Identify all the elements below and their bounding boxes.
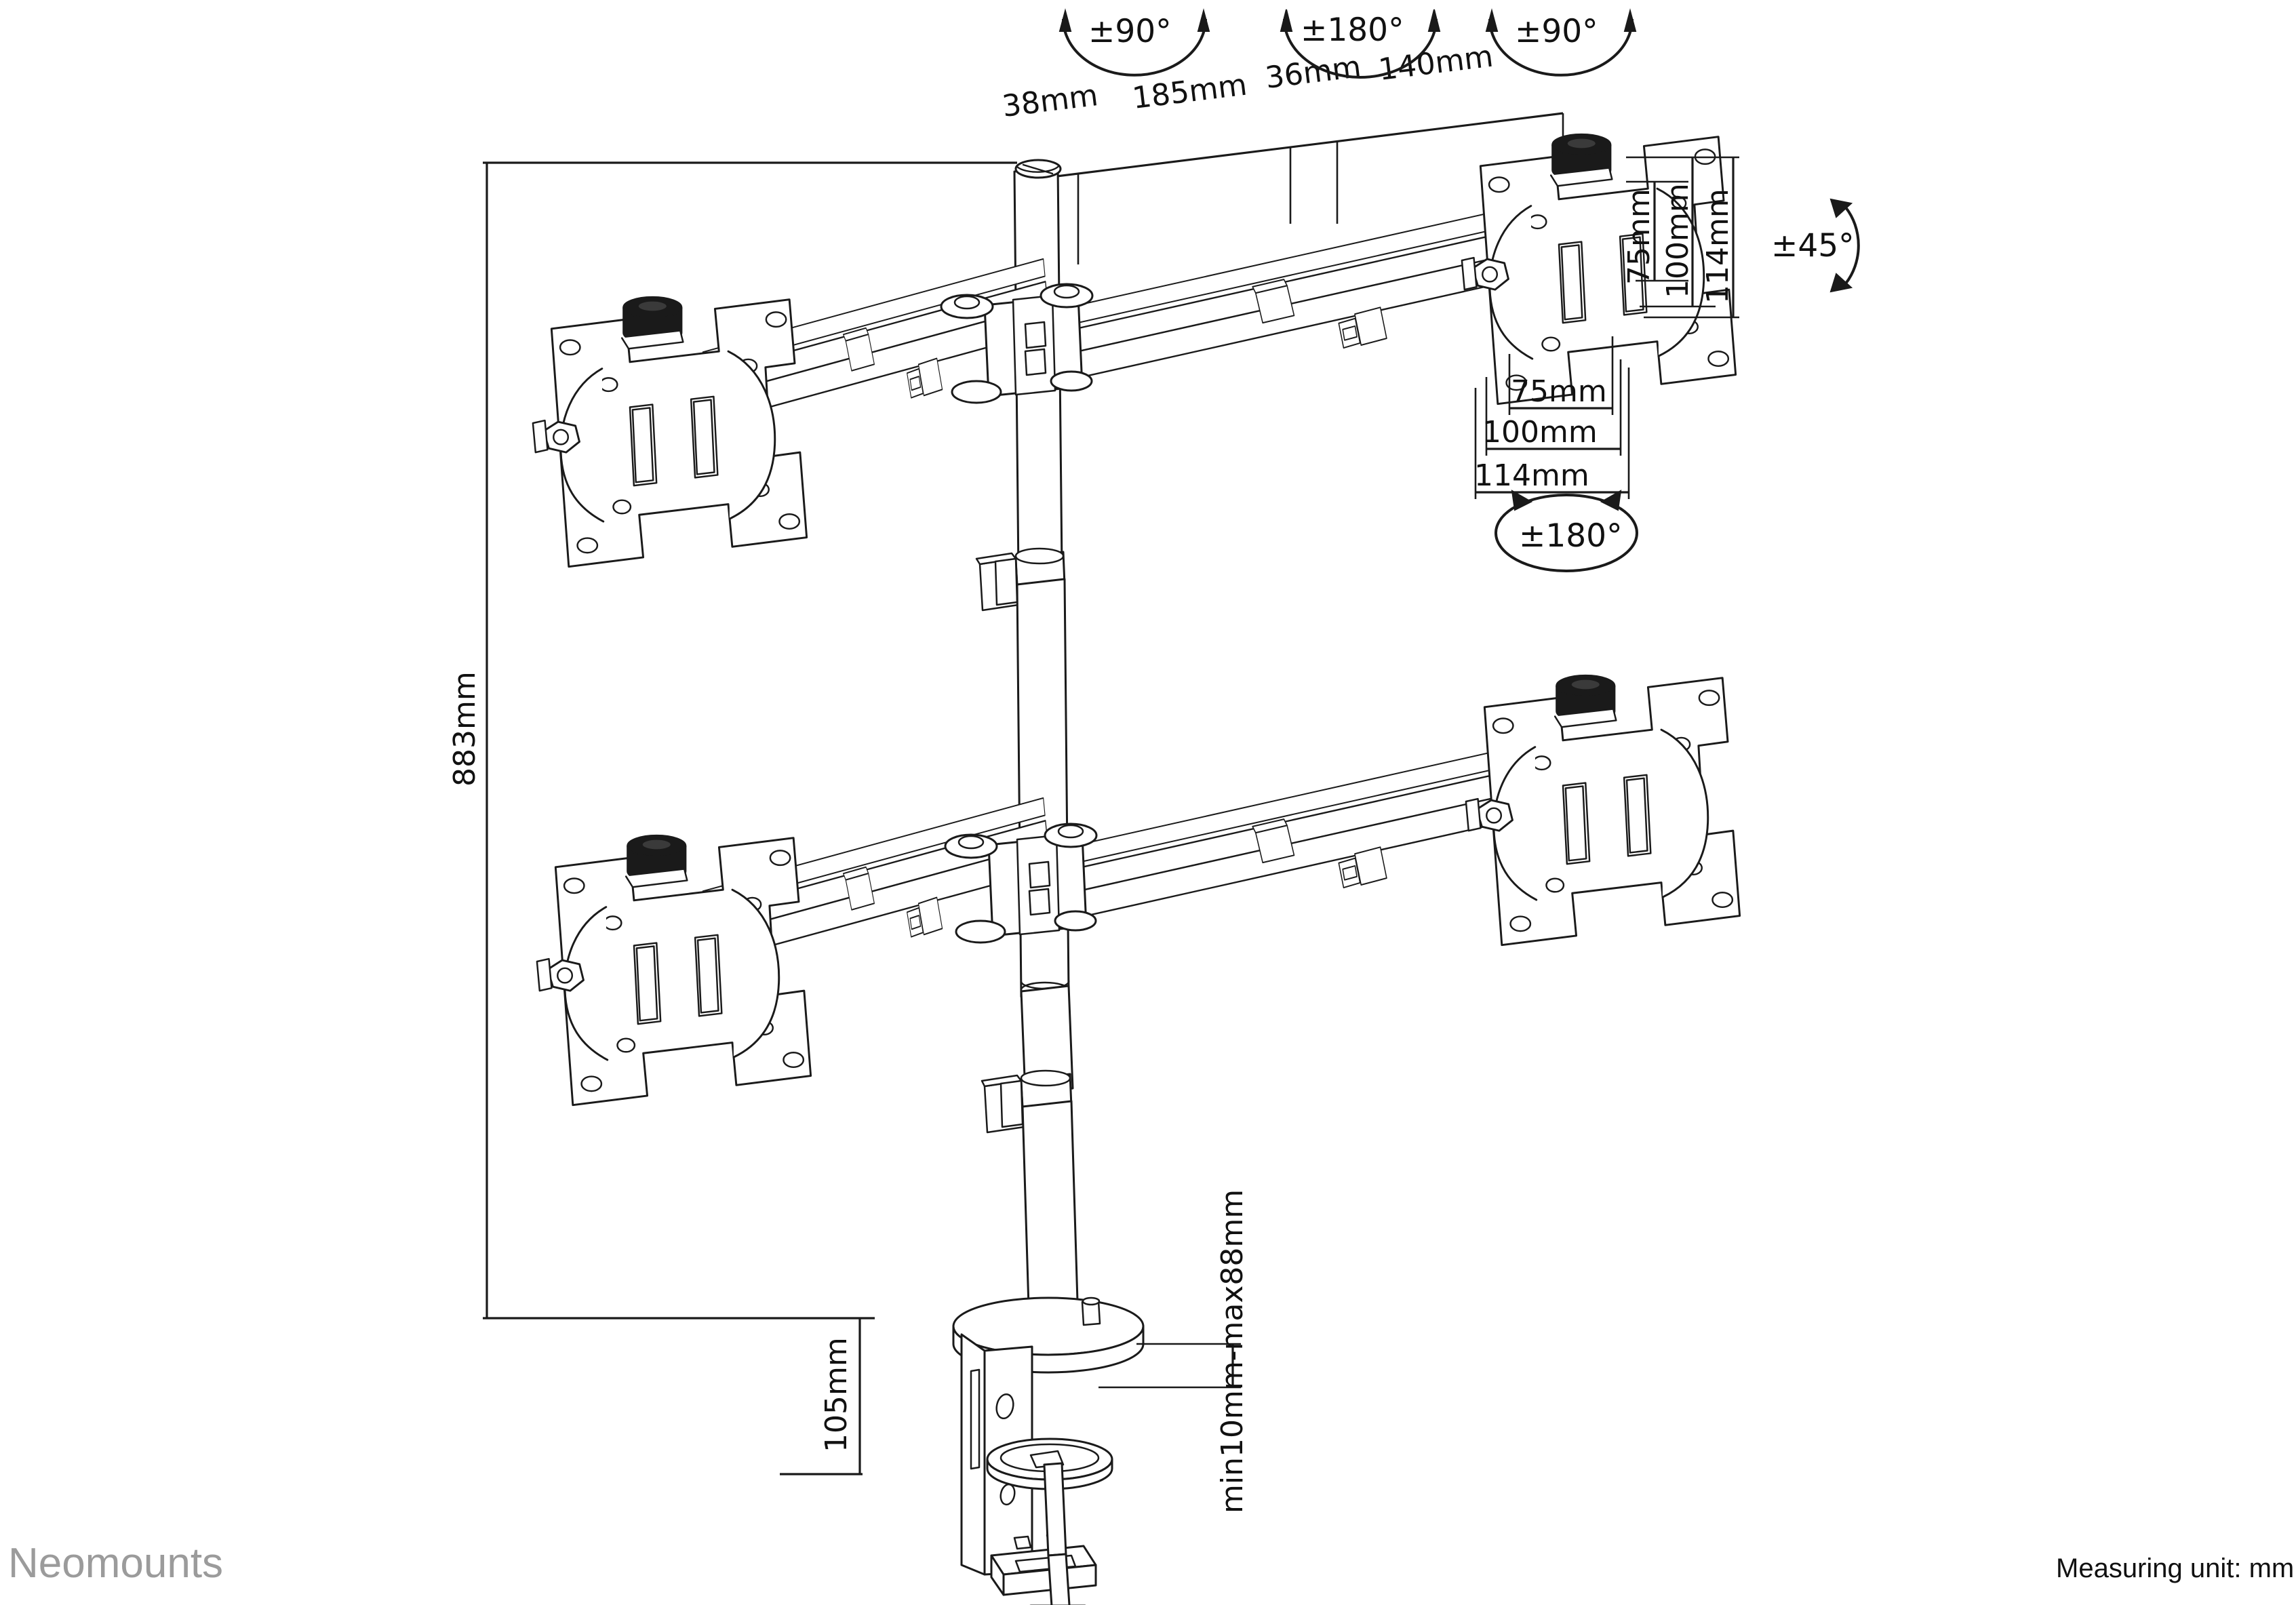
rotation-label-180b: ±180° bbox=[1519, 517, 1623, 555]
upper-crossbar-assembly bbox=[532, 133, 1737, 568]
lower-pivot-block bbox=[944, 823, 1098, 944]
vesa-vertical-dimensions bbox=[1626, 156, 1739, 319]
dimension-883mm bbox=[483, 161, 1017, 1320]
dimension-label-clamp-range: min10mm-max88mm bbox=[1215, 1189, 1250, 1513]
vesa-horizontal-label-75mm: 75mm bbox=[1511, 374, 1607, 409]
clamp-pressure-pad bbox=[986, 1438, 1113, 1490]
rotation-label-90a: ±90° bbox=[1088, 13, 1172, 50]
dimension-label-105mm: 105mm bbox=[819, 1337, 854, 1452]
dimension-label-883mm: 883mm bbox=[448, 671, 482, 787]
measuring-unit-note: Measuring unit: mm bbox=[2056, 1553, 2294, 1583]
vesa-vertical-label-100mm: 100mm bbox=[1661, 183, 1695, 298]
rotation-callout-arm-joint: ±90° bbox=[1485, 8, 1637, 77]
rotation-callout-pole-tilt: ±90° bbox=[1058, 8, 1210, 77]
vesa-horizontal-label-114mm: 114mm bbox=[1474, 458, 1589, 493]
rotation-callout-arm-swivel: ±180° bbox=[1280, 9, 1441, 79]
vesa-horizontal-dimensions bbox=[1474, 336, 1630, 499]
vesa-horizontal-label-100mm: 100mm bbox=[1482, 415, 1598, 450]
vesa-vertical-label-75mm: 75mm bbox=[1622, 189, 1657, 285]
cable-clip-lower bbox=[981, 1069, 1073, 1134]
rotation-callout-screen-tilt: ±45° bbox=[1771, 198, 1860, 293]
desk-clamp-assembly bbox=[952, 1296, 1145, 1605]
brand-logo: Neomounts bbox=[8, 1540, 223, 1587]
dimension-chain-top bbox=[1028, 112, 1564, 264]
dimension-label-36mm: 36mm bbox=[1263, 49, 1363, 96]
dimension-label-38mm: 38mm bbox=[1000, 78, 1100, 124]
cable-clip-upper bbox=[975, 552, 1020, 612]
vesa-vertical-label-114mm: 114mm bbox=[1701, 189, 1735, 304]
rotation-callout-screen-rotate: ±180° bbox=[1495, 490, 1638, 572]
upper-pivot-block bbox=[940, 283, 1094, 404]
rotation-label-90b: ±90° bbox=[1515, 13, 1598, 50]
rotation-label-180a: ±180° bbox=[1301, 12, 1404, 49]
dimension-105mm bbox=[780, 1318, 863, 1475]
dimension-clamp-range bbox=[1098, 1343, 1241, 1389]
lower-crossbar-assembly bbox=[536, 674, 1741, 1107]
rotation-label-45: ±45° bbox=[1771, 227, 1855, 264]
